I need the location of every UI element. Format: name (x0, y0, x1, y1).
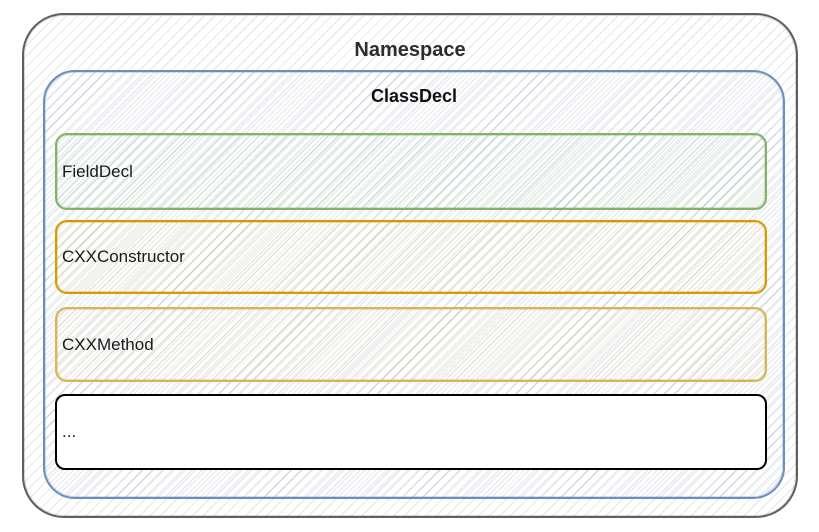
namespace-container: Namespace ClassDecl FieldDecl CXXConstru… (22, 13, 798, 518)
fielddecl-node: FieldDecl (55, 133, 767, 210)
ellipsis-node: ... (55, 394, 767, 470)
ellipsis-label: ... (62, 422, 77, 441)
cxxconstructor-label: CXXConstructor (62, 247, 185, 266)
cxxmethod-label: CXXMethod (62, 334, 154, 354)
namespace-label: Namespace (354, 39, 466, 61)
cxxmethod-node: CXXMethod (55, 307, 767, 382)
cxxconstructor-node: CXXConstructor (55, 220, 767, 294)
classdecl-label: ClassDecl (370, 86, 458, 106)
fielddecl-label: FieldDecl (62, 161, 133, 181)
